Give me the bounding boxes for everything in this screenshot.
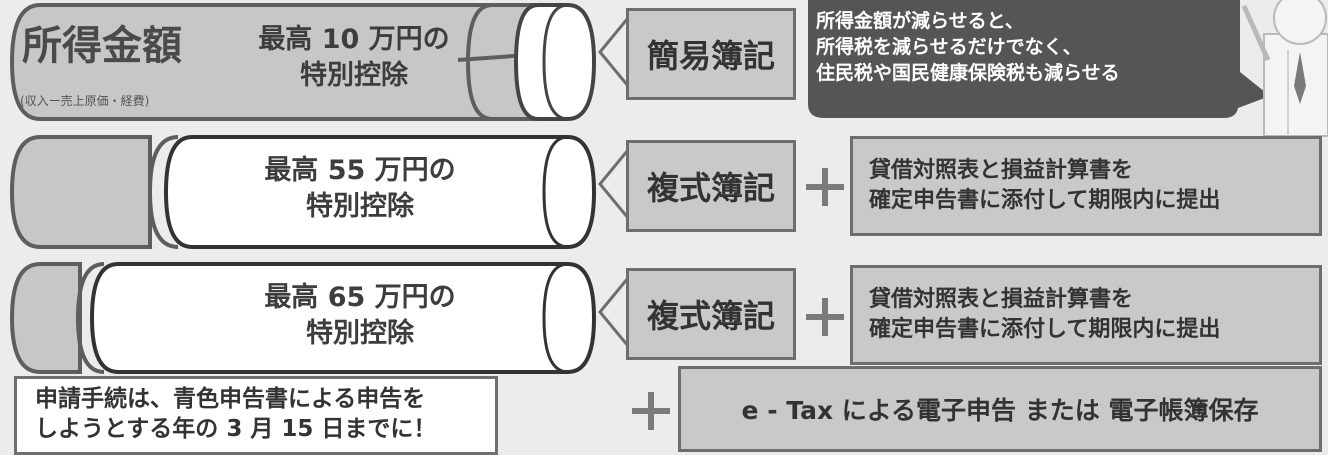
speech-bubble xyxy=(808,0,1270,118)
row3-cylinder xyxy=(9,262,597,374)
row2-arrow-head xyxy=(598,145,630,223)
row2-deduction-line2: 特別控除 xyxy=(306,191,414,222)
income-subtitle: (収入ー売上原価・経費) xyxy=(20,94,150,108)
row1-deduction-line1: 最高 10 万円の xyxy=(258,24,450,55)
income-title: 所得金額 xyxy=(22,23,182,69)
speech-line2: 所得税を減らせるだけでなく、 xyxy=(816,36,1082,59)
row2-plus-icon xyxy=(806,168,844,206)
row3-deduction-line2: 特別控除 xyxy=(306,318,414,349)
speech-text: 所得金額が減らせると、 所得税を減らせるだけでなく、 住民税や国民健康保険税も減… xyxy=(816,8,1236,87)
row3-condition-line2: 確定申告書に添付して期限内に提出 xyxy=(869,317,1221,342)
row3-deduction-line1: 最高 65 万円の xyxy=(264,282,456,313)
deadline-line1: 申請手続は、青色申告書による申告を xyxy=(35,386,426,412)
speech-line1: 所得金額が減らせると、 xyxy=(816,10,1024,32)
etax-plus-icon xyxy=(632,392,670,430)
row2-deduction-line1: 最高 55 万円の xyxy=(264,155,456,186)
row3-condition-box: 貸借対照表と損益計算書を 確定申告書に添付して期限内に提出 xyxy=(850,265,1322,365)
presenter-figure-icon xyxy=(1241,0,1328,137)
row1-cap xyxy=(513,3,597,121)
row1-arrow-head xyxy=(598,13,630,91)
speech-line3: 住民税や国民健康保険税も減らせる xyxy=(816,62,1120,85)
deadline-line2: しようとする年の 3 月 15 日までに！ xyxy=(35,415,437,442)
row3-plus-icon xyxy=(806,298,844,336)
row2-method-double-entry: 複式簿記 xyxy=(626,140,796,232)
row2-condition-line2: 確定申告書に添付して期限内に提出 xyxy=(869,188,1221,213)
row3-condition-line1: 貸借対照表と損益計算書を xyxy=(869,287,1134,313)
row3-arrow-head xyxy=(598,273,630,351)
row2-condition-box: 貸借対照表と損益計算書を 確定申告書に添付して期限内に提出 xyxy=(850,136,1322,236)
deadline-note: 申請手続は、青色申告書による申告を しようとする年の 3 月 15 日までに！ xyxy=(14,376,498,455)
etax-box: e - Tax による電子申告 または 電子帳簿保存 xyxy=(678,366,1322,452)
row1-method-simple-bookkeeping: 簡易簿記 xyxy=(626,8,796,100)
row2-cylinder xyxy=(9,135,597,249)
row1-deduction-line2: 特別控除 xyxy=(300,60,408,91)
row2-condition-line1: 貸借対照表と損益計算書を xyxy=(869,158,1134,184)
row3-method-double-entry: 複式簿記 xyxy=(626,268,796,360)
